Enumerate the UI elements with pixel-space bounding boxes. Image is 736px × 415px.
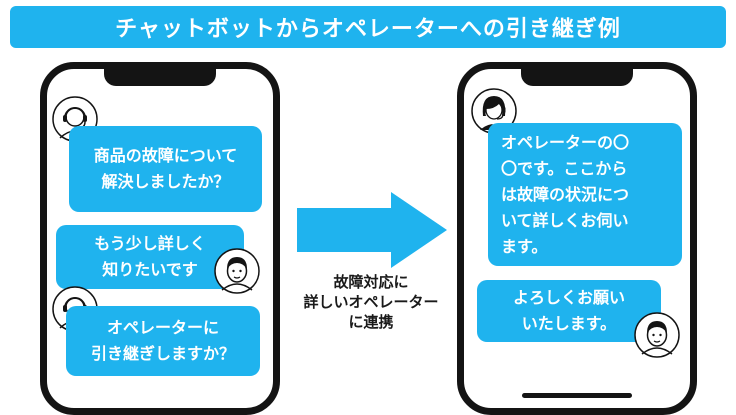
chat-bubble-handoff-offer: オペレーターに 引き継ぎしますか？: [66, 306, 260, 376]
phone-notch: [104, 69, 216, 86]
chat-bubble-operator-greeting: オペレーターの〇 〇です。ここから は故障の状況につ いて詳しくお伺い ます。: [488, 123, 682, 266]
home-indicator: [522, 393, 632, 398]
chat-bubble-user-thanks: よろしくお願い いたします。: [477, 280, 661, 342]
right-arrow-icon: [297, 192, 447, 268]
transition-caption: 故障対応に 詳しいオペレーター に連携: [303, 273, 439, 331]
chat-bubble-user-reply: もう少し詳しく 知りたいです: [56, 225, 244, 289]
user-avatar-icon: [634, 312, 680, 358]
title-banner: チャットボットからオペレーターへの引き継ぎ例: [10, 6, 726, 48]
operator-avatar-icon: [52, 96, 98, 142]
chat-bubble-bot-question: 商品の故障について 解決しましたか？: [69, 126, 262, 212]
female-operator-avatar-icon: [471, 88, 517, 134]
user-avatar-icon: [214, 248, 260, 294]
phone-notch: [521, 69, 633, 86]
